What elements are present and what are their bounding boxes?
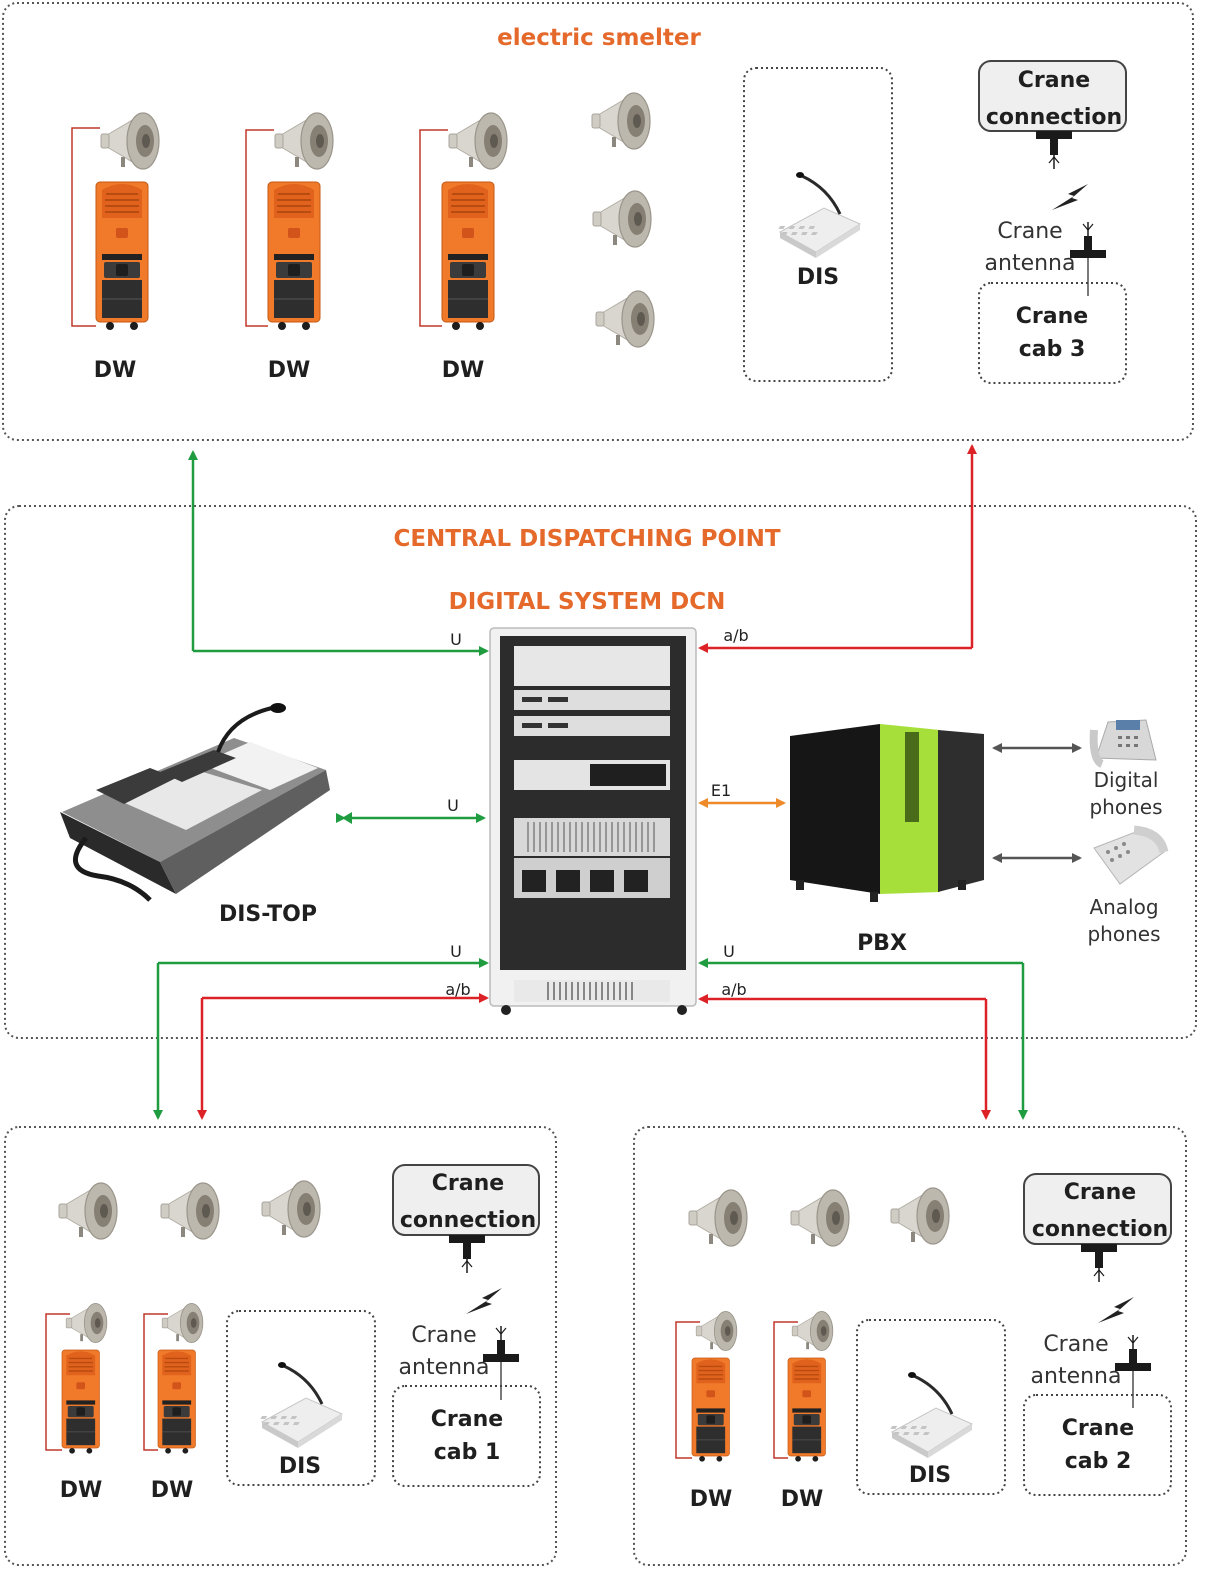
svg-text:Crane: Crane bbox=[432, 1171, 504, 1196]
dw-label: DW bbox=[94, 358, 137, 383]
crane-antenna-label: Crane bbox=[411, 1323, 476, 1348]
digital-phone-icon bbox=[1089, 719, 1157, 768]
dw-label: DW bbox=[268, 358, 311, 383]
svg-text:connection: connection bbox=[986, 105, 1122, 130]
dis-console-icon bbox=[888, 1370, 974, 1460]
crane-connection-left: Crane connection bbox=[392, 1164, 540, 1236]
dw-station-left-1 bbox=[45, 1302, 108, 1455]
crane-cab-2 bbox=[1023, 1394, 1172, 1496]
crane-cab-3 bbox=[978, 282, 1127, 384]
analog-phones-label: phones bbox=[1087, 922, 1160, 946]
crane-antenna-label: antenna bbox=[399, 1355, 490, 1380]
central-subtitle: DIGITAL SYSTEM DCN bbox=[449, 589, 726, 615]
radio-link-icon bbox=[1098, 1297, 1134, 1323]
antenna-icon bbox=[448, 1234, 486, 1274]
dis-label: DIS bbox=[797, 265, 839, 290]
crane-antenna-label: Crane bbox=[1043, 1332, 1108, 1357]
dis-top-label: DIS-TOP bbox=[219, 902, 317, 927]
crane-cab-1 bbox=[392, 1385, 541, 1487]
pbx-cabinet bbox=[790, 724, 984, 902]
crane-cab-2-group bbox=[633, 1126, 1187, 1566]
antenna-icon bbox=[1069, 221, 1107, 259]
link-label-ab: a/b bbox=[445, 980, 470, 999]
svg-text:Crane: Crane bbox=[1064, 1180, 1136, 1205]
crane-cab-label: Crane bbox=[1062, 1416, 1134, 1441]
loudspeaker-horn-icon bbox=[591, 92, 651, 150]
loudspeaker-horn-icon bbox=[595, 290, 655, 348]
crane-connection-right: Crane connection bbox=[1023, 1173, 1172, 1245]
link-label-u: U bbox=[723, 942, 735, 961]
dw-label: DW bbox=[781, 1487, 824, 1512]
pbx-label: PBX bbox=[857, 931, 907, 956]
loudspeaker-horn-icon bbox=[592, 190, 652, 248]
antenna-icon bbox=[1114, 1334, 1152, 1372]
dis-console-icon bbox=[258, 1360, 344, 1450]
dis-group bbox=[226, 1310, 376, 1486]
dw-label: DW bbox=[690, 1487, 733, 1512]
crane-antenna-label: antenna bbox=[1031, 1364, 1122, 1389]
crane-cab-label: cab 3 bbox=[1019, 337, 1086, 362]
loudspeaker-horn-icon bbox=[261, 1180, 321, 1238]
link-label-ab: a/b bbox=[723, 626, 748, 645]
loudspeaker-horn-icon bbox=[58, 1182, 118, 1240]
link-label-u: U bbox=[450, 942, 462, 961]
crane-antenna-label: antenna bbox=[985, 251, 1076, 276]
dw-label: DW bbox=[60, 1478, 103, 1503]
antenna-icon bbox=[1035, 130, 1073, 170]
analog-phones-label: Analog bbox=[1089, 895, 1158, 919]
electric-smelter-title: electric smelter bbox=[497, 25, 701, 51]
crane-cab-label: Crane bbox=[431, 1407, 503, 1432]
dw-station-top-1 bbox=[71, 112, 160, 331]
radio-link-icon bbox=[466, 1288, 502, 1314]
svg-text:Crane: Crane bbox=[1018, 68, 1090, 93]
loudspeaker-horn-icon bbox=[890, 1187, 950, 1245]
loudspeaker-horn-icon bbox=[790, 1189, 850, 1247]
dis-top-console bbox=[60, 703, 330, 902]
radio-link-icon bbox=[1052, 184, 1088, 210]
dw-station-top-2 bbox=[245, 112, 334, 331]
link-label-ab: a/b bbox=[721, 980, 746, 999]
dw-label: DW bbox=[442, 358, 485, 383]
svg-text:connection: connection bbox=[1032, 1217, 1168, 1242]
link-label-u: U bbox=[447, 796, 459, 815]
loudspeaker-horn-icon bbox=[688, 1189, 748, 1247]
crane-antenna-label: Crane bbox=[997, 219, 1062, 244]
digital-phones-label: phones bbox=[1089, 795, 1162, 819]
dcn-rack bbox=[489, 627, 697, 1015]
link-label-u: U bbox=[450, 630, 462, 649]
crane-connection-top: Crane connection bbox=[978, 60, 1127, 132]
central-title: CENTRAL DISPATCHING POINT bbox=[393, 526, 780, 552]
dis-console-icon bbox=[776, 170, 862, 260]
dw-station-left-2 bbox=[143, 1302, 204, 1455]
analog-phone-icon bbox=[1093, 825, 1169, 885]
link-label-e1: E1 bbox=[711, 781, 731, 800]
dis-label: DIS bbox=[279, 1454, 321, 1479]
central-dispatching-group bbox=[4, 505, 1197, 1039]
dis-group bbox=[743, 67, 893, 382]
crane-cab-label: cab 1 bbox=[434, 1440, 501, 1465]
antenna-icon bbox=[482, 1325, 520, 1363]
dw-station-right-2 bbox=[773, 1310, 834, 1463]
crane-cab-label: Crane bbox=[1016, 304, 1088, 329]
dis-group bbox=[856, 1319, 1006, 1495]
dis-label: DIS bbox=[909, 1463, 951, 1488]
dw-station-right-1 bbox=[675, 1310, 738, 1463]
crane-cab-1-group bbox=[4, 1126, 557, 1566]
dw-station-top-3 bbox=[419, 112, 508, 331]
digital-phones-label: Digital bbox=[1094, 768, 1159, 792]
loudspeaker-horn-icon bbox=[160, 1182, 220, 1240]
dw-label: DW bbox=[151, 1478, 194, 1503]
svg-text:connection: connection bbox=[400, 1208, 536, 1233]
antenna-icon bbox=[1080, 1243, 1118, 1283]
electric-smelter-group bbox=[2, 2, 1194, 441]
crane-cab-label: cab 2 bbox=[1065, 1449, 1132, 1474]
